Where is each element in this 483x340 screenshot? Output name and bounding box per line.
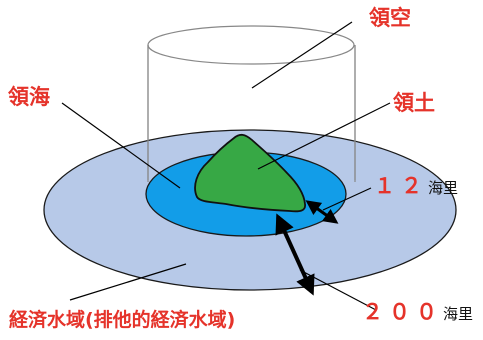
label-territorial-sea: 領海 — [8, 85, 50, 109]
leader-eez — [69, 263, 187, 301]
airspace-cylinder-top — [147, 25, 355, 65]
arrow-12nm — [305, 200, 339, 224]
label-airspace: 領空 — [369, 6, 411, 30]
label-200nm: ２００海里 — [362, 302, 473, 323]
land-mass — [194, 133, 306, 213]
label-territory: 領土 — [393, 91, 435, 115]
label-200nm-unit: 海里 — [443, 305, 474, 323]
label-12nm: １２海里 — [374, 176, 458, 197]
label-12nm-unit: 海里 — [428, 179, 459, 197]
arrow-200nm — [275, 213, 315, 296]
leader-airspace — [251, 21, 353, 89]
leader-territory — [257, 102, 391, 170]
airspace-cylinder-sides — [147, 45, 356, 182]
label-12nm-number: １２ — [374, 174, 428, 198]
label-eez: 経済水域(排他的経済水域) — [9, 309, 236, 331]
leader-territorial-sea — [61, 102, 181, 189]
label-200nm-number: ２００ — [362, 300, 443, 324]
